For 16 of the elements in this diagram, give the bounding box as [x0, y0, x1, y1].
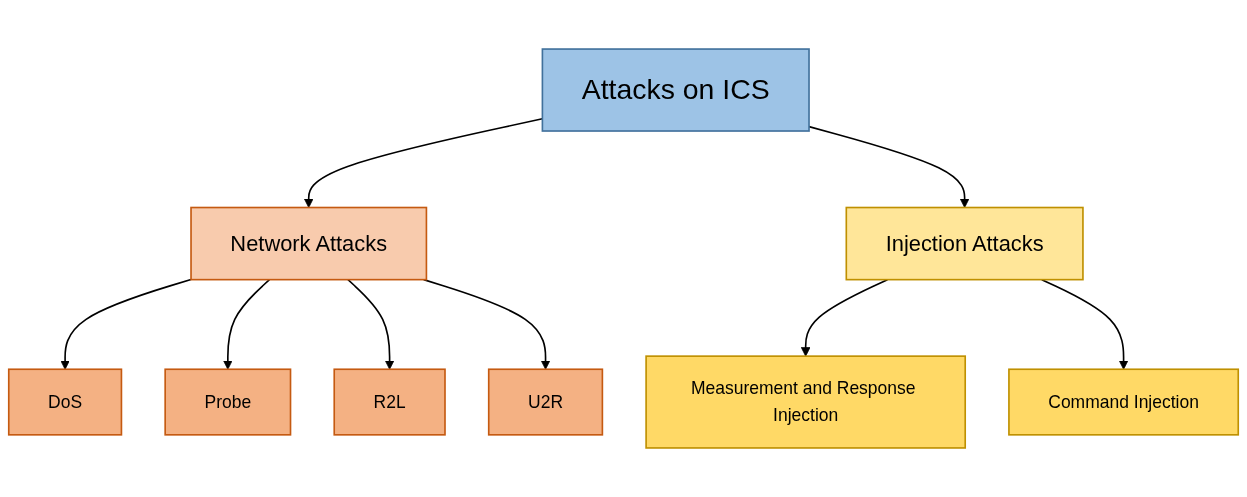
node-box: Injection Attacks — [845, 206, 1084, 281]
arrow — [808, 125, 970, 208]
arrow — [347, 278, 395, 370]
node-box: R2L — [333, 368, 446, 436]
node-box: Attacks on ICS — [541, 48, 810, 132]
node-box: Measurement and Response Injection — [645, 355, 967, 449]
node-box: Network Attacks — [190, 206, 428, 281]
arrow — [223, 278, 271, 370]
node-box: Probe — [164, 368, 292, 436]
node-box: Command Injection — [1008, 368, 1240, 436]
node-box: DoS — [7, 368, 123, 436]
node-box: U2R — [487, 368, 604, 436]
arrow — [422, 278, 551, 370]
arrow — [800, 278, 889, 357]
arrow — [60, 278, 192, 370]
arrow — [1040, 278, 1129, 370]
